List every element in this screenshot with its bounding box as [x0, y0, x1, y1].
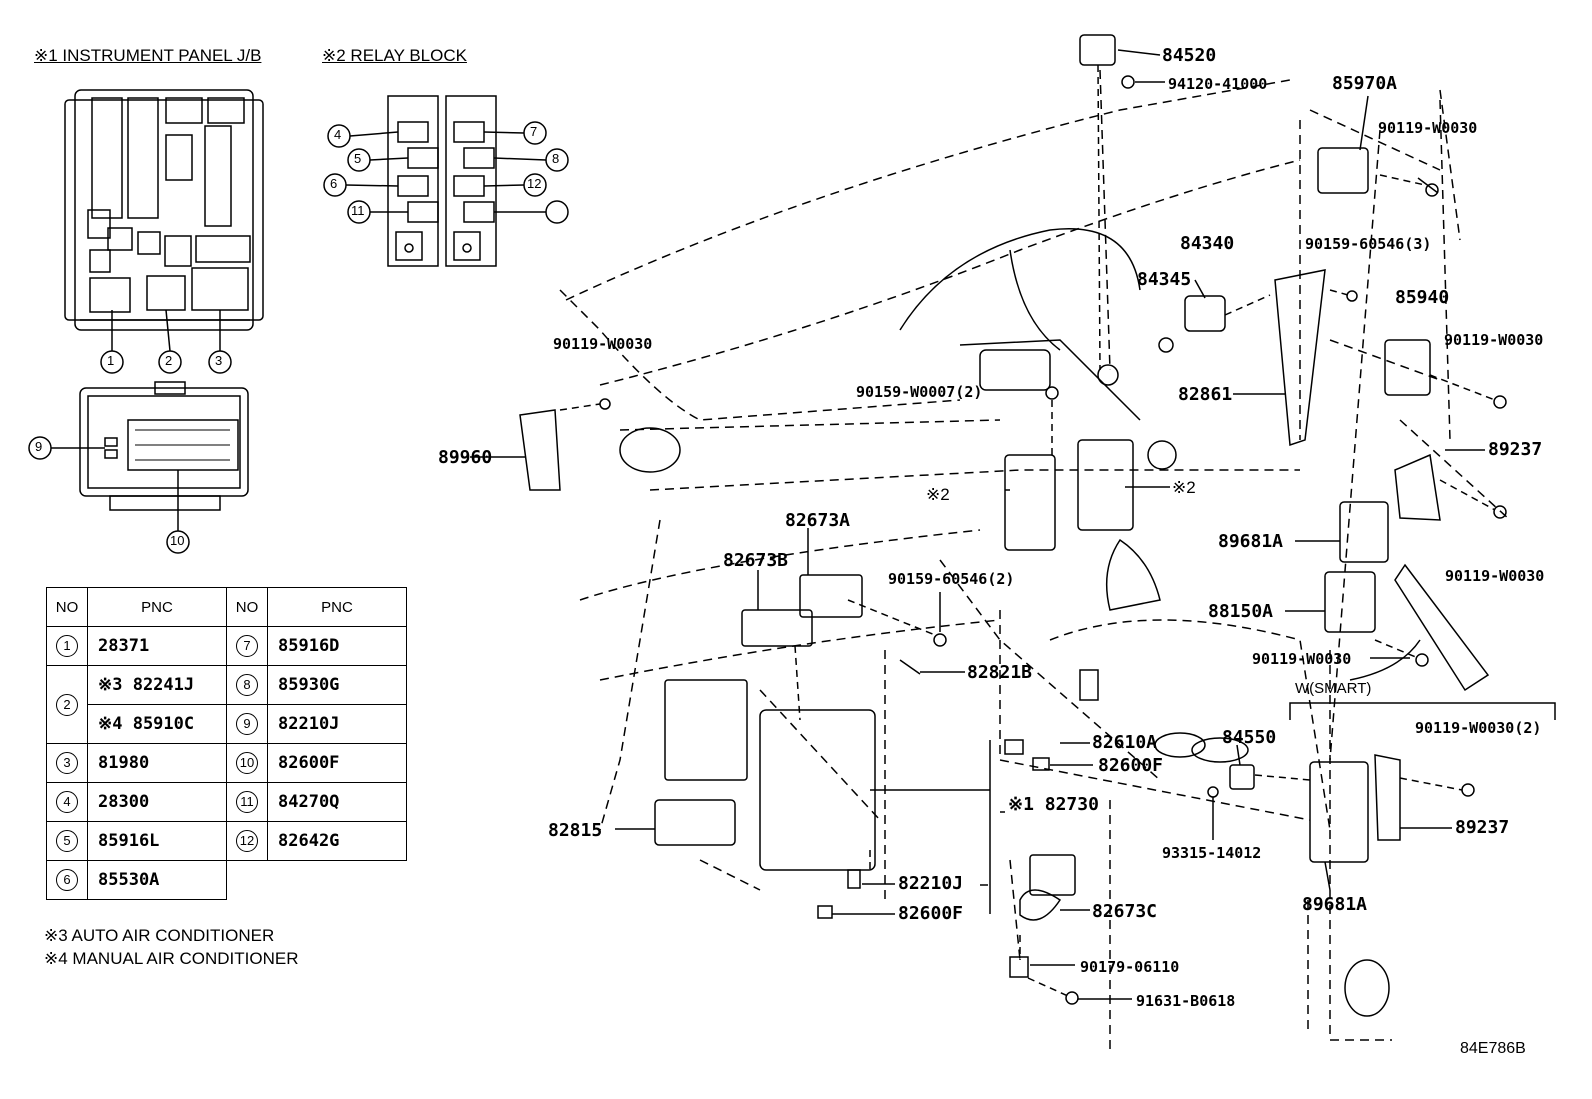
label-82610A: 82610A	[1092, 732, 1158, 753]
label-88150A: 88150A	[1208, 601, 1274, 622]
label-89237-a: 89237	[1488, 439, 1543, 460]
instrument-panel-jb-drawing	[64, 89, 264, 331]
label-90159-w0007-2: 90159-W0007(2)	[856, 383, 983, 401]
label-84520: 84520	[1162, 45, 1217, 66]
row-pnc: 85916L	[87, 821, 227, 861]
label-90119-w0030-e: 90119-W0030	[1252, 650, 1352, 668]
row-no: 3	[56, 752, 78, 774]
callout-8: 8	[552, 151, 560, 166]
callout-3: 3	[215, 353, 223, 368]
row-pnc: 82642G	[267, 821, 407, 861]
label-82861: 82861	[1178, 384, 1233, 405]
row-pnc: 84270Q	[267, 782, 407, 822]
callout-circles	[28, 121, 569, 554]
row-pnc: 85916D	[267, 626, 407, 666]
row-pnc: 28371	[87, 626, 227, 666]
row-no: 7	[236, 635, 258, 657]
callout-2: 2	[165, 353, 173, 368]
dashed-leaders	[559, 64, 1496, 997]
label-90159-60546-2: 90159-60546(2)	[888, 570, 1015, 588]
col-pnc-header-2: PNC	[267, 587, 407, 627]
row-pnc: 85930G	[267, 665, 407, 705]
label-90159-60546-3: 90159-60546(3)	[1305, 235, 1432, 253]
label-90179-06110: 90179-06110	[1080, 958, 1180, 976]
label-94120-41000: 94120-41000	[1168, 75, 1268, 93]
row-pnc: 82600F	[267, 743, 407, 783]
row-no: 6	[56, 869, 78, 891]
label-93315-14012: 93315-14012	[1162, 844, 1262, 862]
label-90119-w0030-2: 90119-W0030(2)	[1415, 719, 1542, 737]
label-82673B: 82673B	[723, 550, 789, 571]
label-85940: 85940	[1395, 287, 1450, 308]
row-no: 2	[56, 693, 78, 716]
label-89681A-a: 89681A	[1218, 531, 1284, 552]
col-no-header: NO	[46, 587, 88, 627]
label-82815: 82815	[548, 820, 603, 841]
label-90119-w0030-c: 90119-W0030	[553, 335, 653, 353]
row-pnc: 28300	[87, 782, 227, 822]
callout-11: 11	[351, 203, 365, 218]
row-no: 8	[236, 674, 258, 696]
parts	[519, 34, 1507, 1005]
label-82673C: 82673C	[1092, 901, 1158, 922]
row-pnc: 82210J	[267, 704, 407, 744]
row-no: 10	[236, 752, 258, 774]
label-82600F-b: 82600F	[898, 903, 964, 924]
row-no: 1	[56, 635, 78, 657]
label-84345: 84345	[1137, 269, 1192, 290]
callout-6: 6	[330, 176, 338, 191]
row-no: 5	[56, 830, 78, 852]
label-89681A-b: 89681A	[1302, 894, 1368, 915]
relay-block-drawing	[387, 95, 497, 267]
label-84550: 84550	[1222, 727, 1277, 748]
label-89960: 89960	[438, 447, 493, 468]
label-82600F-a: 82600F	[1098, 755, 1164, 776]
leader-lines	[470, 49, 1556, 1000]
row-no: 4	[56, 791, 78, 813]
col-pnc-header: PNC	[87, 587, 227, 627]
label-84340: 84340	[1180, 233, 1235, 254]
callout-12: 12	[527, 176, 542, 191]
relay-block-header: ※2 RELAY BLOCK	[322, 46, 467, 65]
label-82673A: 82673A	[785, 510, 851, 531]
callout-4: 4	[334, 127, 342, 142]
callout-1: 1	[107, 353, 115, 368]
row-no: 9	[236, 713, 258, 735]
dashboard-outline	[559, 69, 1511, 1050]
label-89237-b: 89237	[1455, 817, 1510, 838]
row-no: 11	[236, 791, 258, 813]
row-pnc: 81980	[87, 743, 227, 783]
note-manual-ac: ※4 MANUAL AIR CONDITIONER	[44, 949, 299, 968]
label-relay-ref-right: ※2	[1172, 478, 1196, 497]
callout-7: 7	[530, 124, 538, 139]
col-no-header-2: NO	[226, 587, 268, 627]
label-91631-b0618: 91631-B0618	[1136, 992, 1236, 1010]
label-85970A: 85970A	[1332, 73, 1398, 94]
center-stack	[619, 228, 1490, 1017]
label-82210J: 82210J	[898, 873, 964, 894]
pnc-table: NO PNC NO PNC 1 28371 7 85916D 2 ※3 8224…	[46, 587, 407, 900]
callout-9: 9	[35, 439, 43, 454]
row-pnc: 85530A	[87, 860, 227, 900]
callout-5: 5	[354, 151, 362, 166]
instrument-panel-jb-side-drawing	[79, 381, 249, 511]
note-auto-ac: ※3 AUTO AIR CONDITIONER	[44, 926, 275, 945]
label-90119-w0030-a: 90119-W0030	[1378, 119, 1478, 137]
label-90119-w0030-d: 90119-W0030	[1445, 567, 1545, 585]
label-relay-ref-left: ※2	[926, 485, 950, 504]
row-pnc: ※4 85910C	[87, 704, 227, 744]
label-82821B: 82821B	[967, 662, 1033, 683]
label-90119-w0030-b: 90119-W0030	[1444, 331, 1544, 349]
instrument-panel-jb-header: ※1 INSTRUMENT PANEL J/B	[34, 46, 262, 65]
diagram-code: 84E786B	[1460, 1040, 1526, 1057]
row-pnc: ※3 82241J	[87, 665, 227, 705]
callout-10: 10	[170, 533, 185, 548]
row-no: 12	[236, 830, 258, 852]
label-w-smart: W(SMART)	[1295, 680, 1372, 697]
label-82730: ※1 82730	[1008, 794, 1099, 815]
